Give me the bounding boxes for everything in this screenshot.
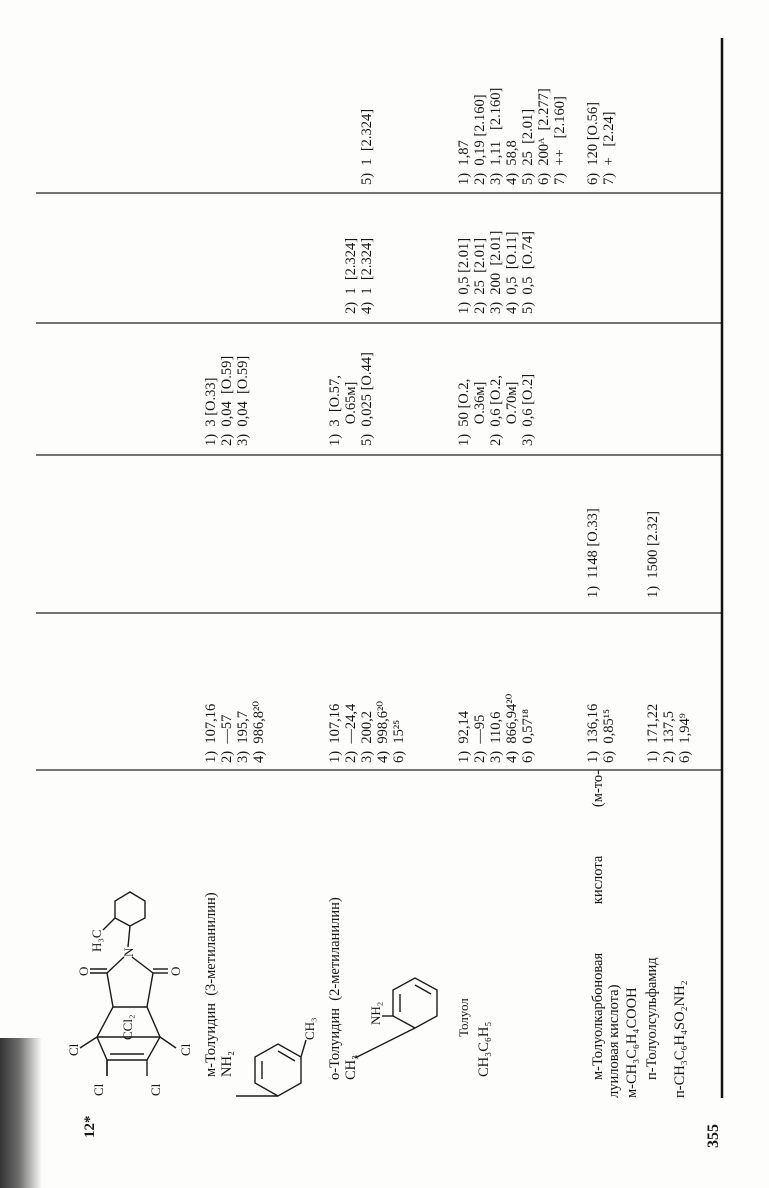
value-line: 3) 1,11 [2.160] [488,87,504,185]
value-line: О.65м] [343,381,359,446]
value-line: 1) 107,16 [327,703,343,763]
value-line: 6) 0,85¹⁵ [601,708,617,763]
value-line: 1) 107,16 [203,703,219,763]
formula-label: CH₃ [343,1054,359,1080]
value-line: 6) 200ᴬ [2.277] [536,88,552,185]
value-line: 2) —24,4 [343,703,359,763]
atom-label: Cl [178,1043,193,1056]
value-line: 5) 0,5 [О.74] [520,231,536,314]
value-line: 3) 0,04 [О.59] [235,355,251,446]
value-line: 1) 1,87 [456,140,472,185]
value-line: 3) 200,2 [359,711,375,763]
col4-cell: 1) 3 [О.57, О.65м]5) 0,025 [О.44] [327,352,375,446]
imide-structure [79,891,177,1076]
value-line: 1) 136,16 [585,703,601,763]
col3-cell: 1) 1148 [О.33] [585,508,601,598]
atom-label: Cl [148,1083,163,1096]
col5-cell: 1) 0,5 [2.01]2) 25 [2.01]3) 200 [2.01]4)… [456,231,536,314]
col6-cell: 5) 1 [2.324] [359,109,375,185]
compound-name-line: м-Толуолкарбоновая кислота (м-то- [590,770,606,1080]
value-line: 1) 3 [О.57, [327,375,343,446]
compound-formula: CH₃C₆H₅ [476,1021,492,1077]
value-line: 2) 0,6 [О.2, [488,375,504,446]
value-line: 6) 0,57¹⁸ [520,708,536,763]
value-line: 4) 1 [2.324] [359,237,375,314]
atom-label: N [121,947,136,957]
name-word: (м-то- [590,770,606,808]
value-line: 1) 50 [О.2, [456,378,472,446]
value-line: 2) —57 [219,714,235,763]
col4-cell: 1) 3 [О.33]2) 0,04 [О.59]3) 0,04 [О.59] [203,356,251,446]
value-line: 4) 0,5 [О.11] [504,231,520,314]
name-word: кислота [590,855,606,905]
col6-cell: 6) 120 [О.56]7) + [2.24] [585,102,617,185]
value-line: 1) 1500 [2.32] [645,511,661,598]
value-line: 1) 171,22 [645,703,661,763]
compound-name-line: луиловая кислота) [606,984,622,1098]
section-mark: 12* [82,1115,98,1139]
atom-label: H₃C [89,929,104,952]
compound-name: Толуол [456,998,471,1037]
value-line: 6) 15²⁵ [391,719,407,763]
o-toluidine-structure [354,977,438,1059]
col5-cell: 2) 1 [2.324]4) 1 [2.324] [343,238,375,314]
col3-cell: 1) 1500 [2.32] [645,511,661,598]
value-line: 2) 1 [2.324] [343,237,359,314]
column-dividers [36,192,722,771]
compound-name: м-Толуидин (3-метиланилин) [203,892,219,1077]
value-line: О.70м] [504,381,520,446]
o-toluidine-nh2-label: NH₂ [368,1002,383,1025]
value-line: 4) 986,8²⁰ [251,700,267,763]
formula-label: NH₂ [219,1051,235,1077]
value-line: 3) 0,6 [О.2] [520,373,536,446]
atom-label: Cl [66,1043,81,1056]
value-line: 3) 110,6 [488,711,504,763]
atom-label: O [76,967,91,976]
value-line: 4) 58,8 [504,140,520,185]
compound-formula: м-CH₃C₆H₄COOH [624,987,640,1098]
m-toluidine-structure [236,1039,307,1097]
atom-label: CCl₂ [120,1015,135,1041]
value-line: 2) —95 [472,714,488,763]
value-line: 2) 137,5 [661,711,677,763]
value-line: 4) 866,94²⁰ [504,693,520,763]
value-line: 2) 0,19 [2.160] [472,94,488,185]
atom-label: Cl [91,1083,106,1096]
compound-name: о-Толуидин (2-метиланилин) [327,897,343,1080]
atom-label: O [168,967,183,976]
compound-formula: п-CH₃C₆H₄SO₂NH₂ [672,980,688,1098]
value-line: 5) 0,025 [О.44] [359,352,375,446]
value-line: 1) 1148 [О.33] [585,508,601,598]
value-line: 5) 25 [2.01] [520,108,536,185]
compound-name: п-Толуолсульфамид [644,957,660,1080]
value-line: 7) + [2.24] [601,111,617,185]
imide-labels: Cl Cl Cl Cl CCl₂ O O N H₃C [66,929,193,1096]
value-line: 5) 1 [2.324] [359,108,375,185]
value-line: 1) 0,5 [2.01] [456,237,472,314]
value-line: 6) 120 [О.56] [585,102,601,185]
m-toluidine-ch3-label: CH₃ [302,1017,317,1040]
value-line: 7) ++ [2.160] [552,96,568,185]
value-line: 1) 92,14 [456,711,472,763]
value-line: 6) 1,94⁹ [677,713,693,763]
value-line: О.36м] [472,381,488,446]
col4-cell: 1) 50 [О.2, О.36м]2) 0,6 [О.2, О.70м]3) … [456,374,536,446]
value-line: 3) 200 [2.01] [488,230,504,314]
value-line: 2) 25 [2.01] [472,237,488,314]
value-line: 3) 195,7 [235,711,251,763]
value-line: 2) 0,04 [О.59] [219,355,235,446]
value-line: 1) 3 [О.33] [203,377,219,446]
page-number: 355 [705,1124,722,1148]
name-word: м-Толуолкарбоновая [590,952,606,1080]
value-line: 4) 998,6²⁰ [375,700,391,763]
